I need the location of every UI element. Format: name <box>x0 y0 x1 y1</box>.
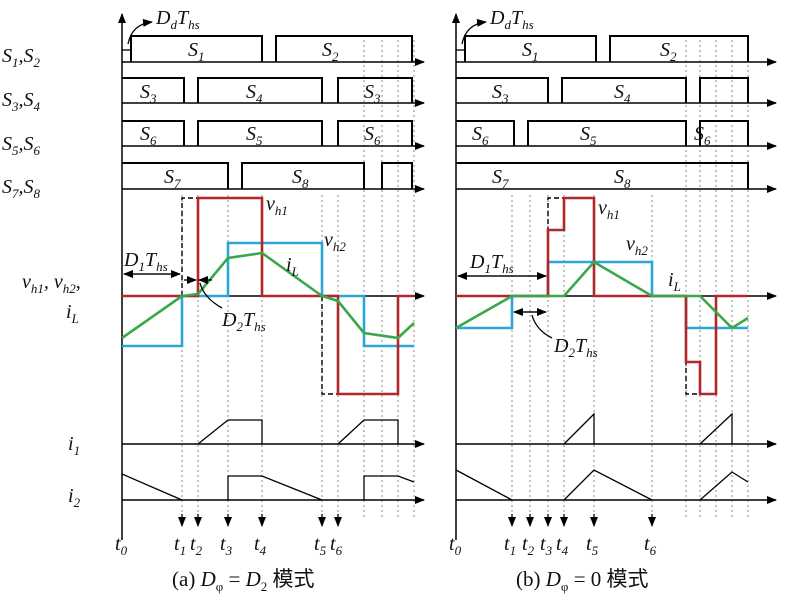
panel-a-dd-arrow <box>127 18 153 45</box>
panel-b-s3-name: S3 <box>492 81 509 106</box>
panel-a-s1-name: S1 <box>188 39 205 64</box>
panel-a-d2-leader <box>199 282 223 309</box>
panel-a-gate-s5-s6 <box>122 120 413 146</box>
panel-b-t2: t2 <box>522 533 535 558</box>
label-s5-s6: S5,S6 <box>2 133 41 158</box>
panel-a-t3: t3 <box>220 533 233 558</box>
panel-b-dd-arrow <box>461 18 487 45</box>
panel-b-t5: t5 <box>586 533 599 558</box>
panel-a-s4-name: S4 <box>246 81 263 106</box>
panel-a-gate-s3-s4 <box>122 77 413 103</box>
panel-a-time-ticks <box>178 514 342 527</box>
panel-a-vh1-name: vh1 <box>266 193 288 218</box>
panel-b-s1-name: S1 <box>522 39 539 64</box>
panel-a-gate-s1-s2 <box>130 35 413 62</box>
panel-b-s6b-name: S6 <box>694 123 711 148</box>
panel-a-s5-name: S5 <box>246 123 263 148</box>
label-i1: i1 <box>68 433 80 458</box>
panel-b-d2-leader <box>531 314 553 339</box>
panel-b-t6: t6 <box>644 533 657 558</box>
panel-b-vh2-name: vh2 <box>626 233 648 258</box>
panel-b-d1-label: D1Ths <box>469 251 514 276</box>
label-vh1-vh2: vh1, vh2, <box>22 271 81 296</box>
label-s1-s2: S1,S2 <box>2 45 41 70</box>
panel-b-il-name: iL <box>668 269 681 294</box>
row-labels: S1,S2 S3,S4 S5,S6 S7,S8 vh1, vh2, iL i1 … <box>2 45 81 510</box>
panel-b-gate-s7-s8 <box>456 162 749 189</box>
panel-b-dd-label: DdThs <box>489 7 534 32</box>
panel-a-s3b-name: S3 <box>364 81 381 106</box>
panel-a-s2-name: S2 <box>322 39 339 64</box>
panel-b-i1-wave <box>563 412 733 445</box>
label-s3-s4: S3,S4 <box>2 89 41 114</box>
panel-b-s5-name: S5 <box>580 123 597 148</box>
panel-a-t1: t1 <box>174 533 186 558</box>
panel-b-baselines <box>456 58 777 504</box>
panel-a-vh1-dashed <box>181 197 338 395</box>
panel-b-t0: t0 <box>449 533 462 558</box>
panel-b-vh1-wave <box>456 196 748 396</box>
panel-a-s6b-name: S6 <box>364 123 381 148</box>
panel-b-gate-s1-s2 <box>464 35 749 62</box>
panel-b-vh1-name: vh1 <box>598 197 620 222</box>
panel-a-caption: (a) Dφ = D2 模式 <box>172 567 315 594</box>
panel-a-baselines <box>122 58 425 504</box>
panel-b-s2-name: S2 <box>660 39 677 64</box>
panel-a-il-wave <box>121 251 415 340</box>
panel-a-i2-wave <box>121 473 415 501</box>
panel-b-gate-s3-s4 <box>456 77 749 103</box>
panel-b-caption: (b) Dφ = 0 模式 <box>516 567 649 594</box>
panel-b-time-ticks <box>508 514 656 527</box>
panel-a-vh2-name: vh2 <box>324 229 346 254</box>
panel-a-t0: t0 <box>115 533 128 558</box>
panel-b-t3: t3 <box>540 533 553 558</box>
panel-a-t2: t2 <box>190 533 203 558</box>
label-il: iL <box>66 301 79 326</box>
panel-b-d2-label: D2Ths <box>553 335 598 360</box>
panel-a-vh2-wave <box>122 241 414 348</box>
panel-a-s8-name: S8 <box>292 166 309 191</box>
panel-b-gate-s5-s6 <box>456 120 749 146</box>
panel-a-s6-name: S6 <box>140 123 157 148</box>
panel-a-t6: t6 <box>330 533 343 558</box>
panel-b-s7-name: S7 <box>492 166 509 191</box>
panel-b-s6-name: S6 <box>472 123 489 148</box>
panel-a-t5: t5 <box>314 533 327 558</box>
panel-a-t4: t4 <box>254 533 267 558</box>
panel-a-d2-label: D2Ths <box>221 309 266 334</box>
panel-a-il-name: iL <box>286 254 299 279</box>
panel-b: S1 S2 S3 S4 S6 S5 S6 S7 S8 DdThs vh1 vh2… <box>449 7 777 594</box>
panel-b-s4-name: S4 <box>614 81 631 106</box>
panel-a-s7-name: S7 <box>164 166 181 191</box>
panel-a-vh1-wave <box>122 196 414 396</box>
label-s7-s8: S7,S8 <box>2 176 41 201</box>
panel-a-d1-label: D1Ths <box>123 249 168 274</box>
panel-a-s3-name: S3 <box>140 81 157 106</box>
panel-a-gate-s7-s8 <box>122 162 413 189</box>
panel-b-s8-name: S8 <box>614 166 631 191</box>
panel-a-dd-label: DdThs <box>155 7 200 32</box>
panel-b-t4: t4 <box>556 533 569 558</box>
panel-a: S1 S2 S3 S4 S3 S6 S5 S6 S7 S8 DdThs vh1 … <box>115 7 425 594</box>
panel-b-il-wave <box>455 260 749 330</box>
panel-b-t1: t1 <box>504 533 516 558</box>
panel-b-i2-wave <box>455 469 749 501</box>
label-i2: i2 <box>68 485 81 510</box>
panel-a-i1-wave <box>197 419 399 445</box>
